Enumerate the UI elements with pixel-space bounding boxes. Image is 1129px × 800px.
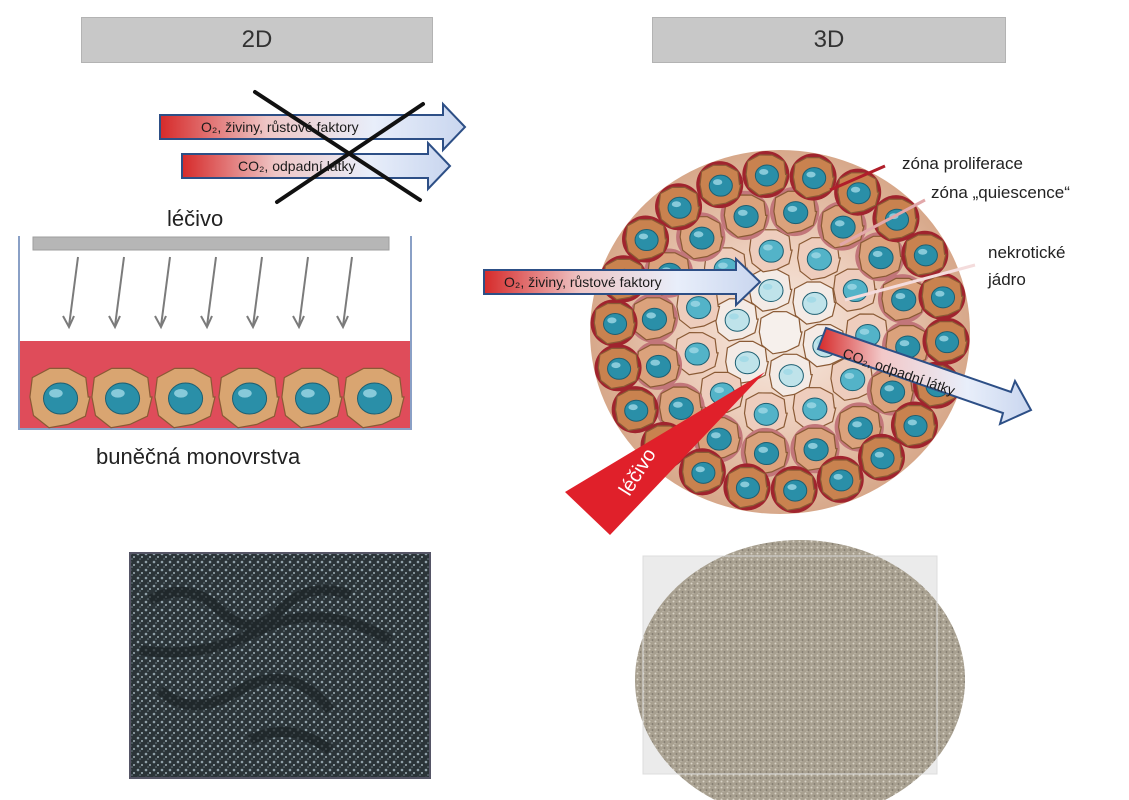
spheroid-cell	[748, 268, 793, 312]
spheroid-cell	[720, 190, 770, 241]
spheroid-cell	[830, 357, 875, 401]
spheroid-cell	[834, 168, 882, 216]
zone-label-necrotic-1: nekrotické	[988, 243, 1066, 262]
drug-bar-2d	[32, 236, 390, 251]
arrow-nutrients-in-3d	[483, 256, 762, 308]
microscopy-2d-image	[129, 552, 431, 779]
spheroid-cell	[678, 448, 726, 496]
monolayer-cell	[343, 367, 405, 429]
header-3d: 3D	[652, 17, 1006, 63]
arrow-label-nutrients-2d: O₂, živiny, růstové faktory	[201, 119, 359, 135]
spheroid-cell	[723, 463, 771, 511]
cell-monolayer	[29, 367, 405, 429]
zone-label-necrotic-2: jádro	[988, 270, 1026, 289]
spheroid-cell	[714, 298, 759, 342]
spheroid-cell	[622, 215, 670, 263]
spheroid-cell	[901, 230, 949, 278]
drug-wedge-3d	[565, 372, 765, 535]
spheroid-cell	[696, 161, 744, 209]
spheroid-cell	[770, 466, 818, 514]
spheroid-cell	[628, 293, 678, 343]
monolayer-cell	[154, 367, 216, 429]
arrow-nutrients-in-2d	[159, 101, 467, 153]
spheroid-cell	[742, 150, 790, 198]
zone-label-proliferation: zóna proliferace	[902, 154, 1023, 173]
spheroid-cell	[792, 281, 837, 325]
spheroid-cell	[655, 183, 703, 231]
monolayer-cell	[281, 367, 343, 429]
zone-label-quiescence: zóna „quiescence“	[931, 183, 1070, 202]
monolayer-cell	[29, 367, 91, 429]
x-cross-icon	[253, 90, 425, 204]
spheroid-cell	[918, 272, 966, 320]
spheroid-cell	[857, 433, 905, 481]
spheroid-cell	[855, 231, 905, 282]
leader-necrotic	[844, 263, 976, 302]
header-2d-label: 2D	[241, 26, 273, 53]
spheroid-cell	[768, 353, 813, 397]
monolayer-label: buněčná monovrstva	[96, 444, 301, 469]
spheroid-photo-3d	[635, 540, 965, 800]
spheroid-cell	[594, 344, 642, 392]
monolayer-cell	[91, 367, 153, 429]
spheroid-cell	[789, 153, 837, 201]
spheroid-cell	[792, 386, 837, 431]
spheroid-cell	[816, 455, 864, 503]
spheroid-cell	[748, 229, 793, 273]
arrow-waste-out-3d	[816, 326, 1033, 426]
spheroid-cell	[922, 317, 970, 365]
down-arrow-icon	[62, 256, 353, 330]
leader-proliferation	[829, 164, 886, 192]
arrow-label-waste-2d: CO₂, odpadní látky	[238, 158, 356, 174]
spheroid-cell	[890, 401, 938, 449]
monolayer-cell	[218, 367, 280, 429]
spheroid-cell	[758, 310, 803, 355]
arrow-label-nutrients-3d: O₂, živiny, růstové faktory	[504, 274, 662, 290]
header-2d: 2D	[81, 17, 433, 63]
spheroid-cell	[725, 340, 770, 385]
spheroid-cell	[611, 386, 659, 434]
drug-label-2d: léčivo	[167, 206, 224, 231]
header-3d-label: 3D	[813, 26, 845, 53]
spheroid-cell	[796, 237, 842, 281]
spheroid-cell	[590, 299, 638, 347]
leader-quiescence	[839, 198, 926, 247]
spheroid-cell	[674, 331, 719, 376]
